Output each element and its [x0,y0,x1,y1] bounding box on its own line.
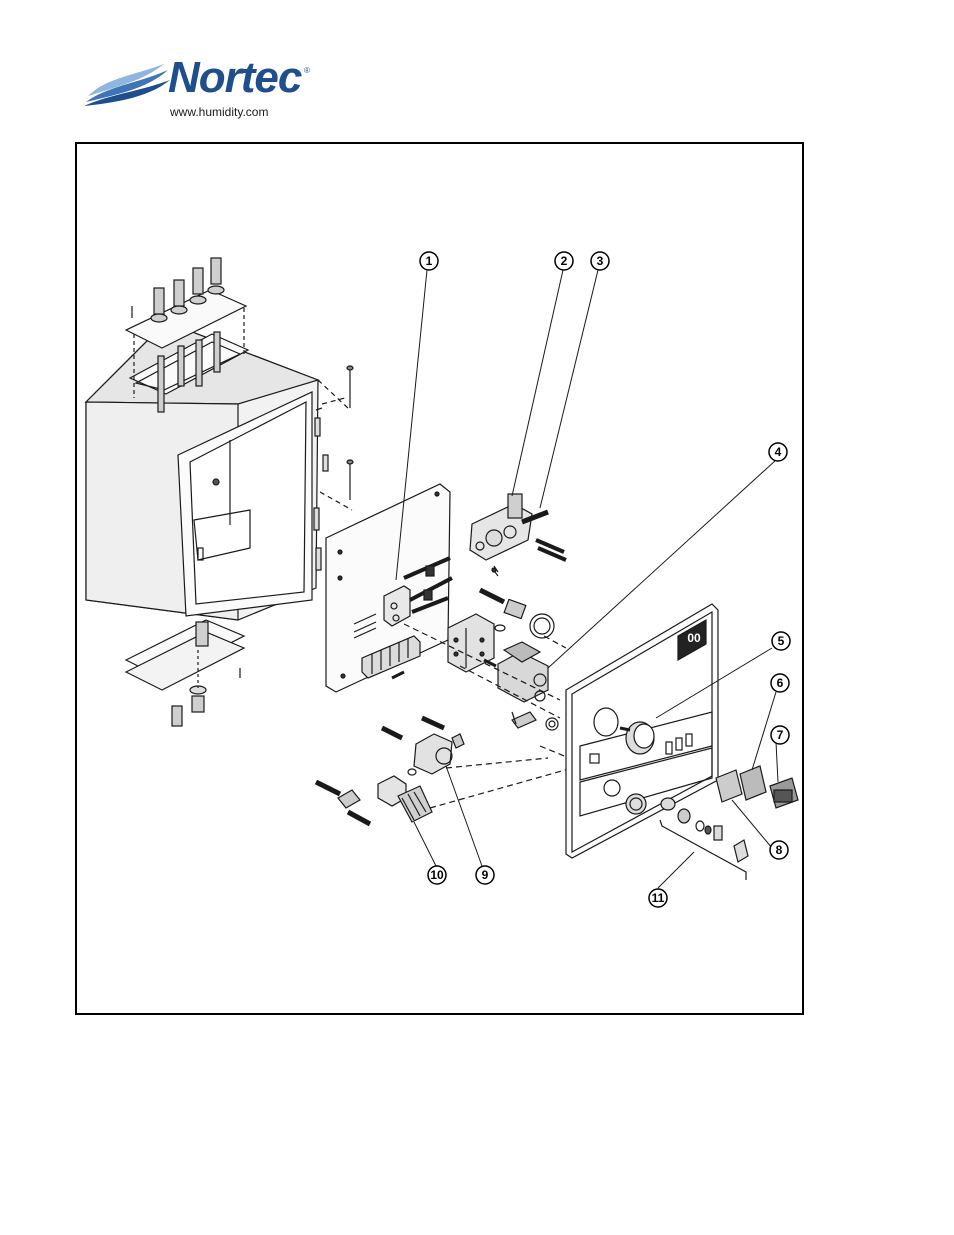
svg-text:9: 9 [482,868,489,882]
svg-text:4: 4 [775,445,782,459]
callout-2: 2 [555,252,573,270]
svg-text:3: 3 [597,254,604,268]
svg-text:11: 11 [652,891,665,905]
svg-text:1: 1 [426,254,433,268]
callout-8: 8 [770,841,788,859]
svg-text:8: 8 [776,843,783,857]
callout-3: 3 [591,252,609,270]
callout-5: 5 [772,632,790,650]
svg-text:2: 2 [561,254,568,268]
svg-text:5: 5 [778,634,785,648]
callout-11: 11 [649,889,667,907]
callout-10: 10 [428,866,446,884]
callout-7: 7 [771,726,789,744]
callout-1: 1 [420,252,438,270]
callout-6: 6 [771,674,789,692]
svg-text:7: 7 [777,728,784,742]
callout-4: 4 [769,443,787,461]
svg-text:00: 00 [687,631,701,645]
callout-9: 9 [476,866,494,884]
panel-badge: 00 [687,631,701,645]
svg-text:10: 10 [430,868,444,882]
svg-text:6: 6 [777,676,784,690]
